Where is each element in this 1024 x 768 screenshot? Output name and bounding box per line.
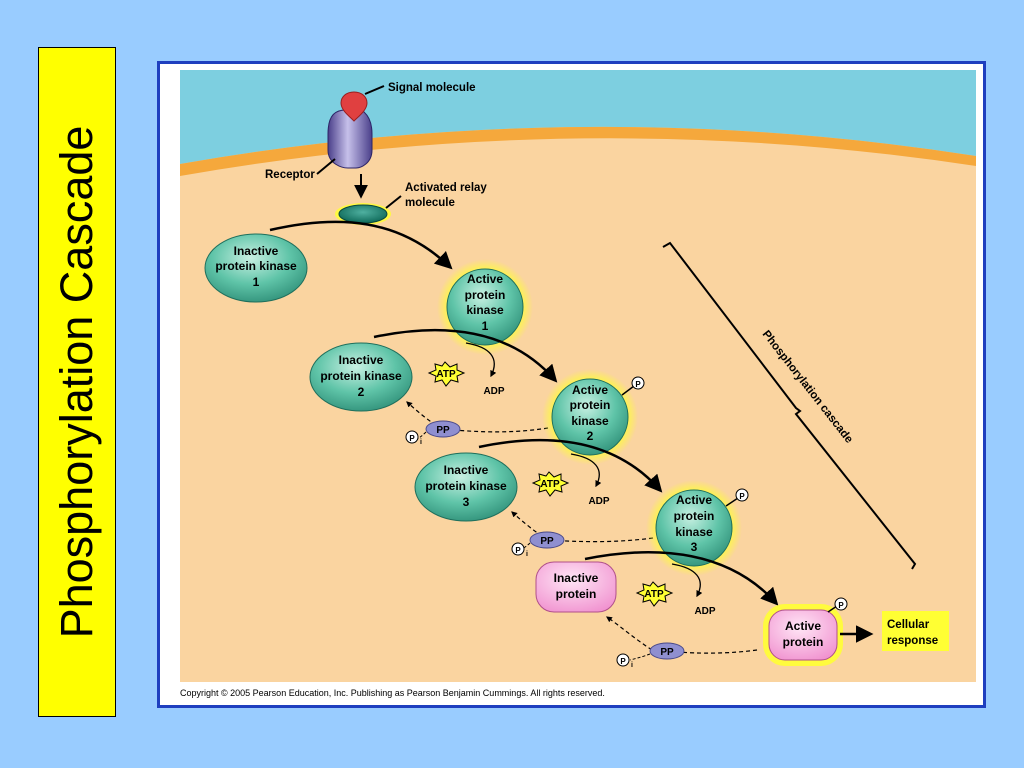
slide-title-box: Phosphorylation Cascade — [38, 47, 116, 717]
svg-text:Active: Active — [785, 619, 821, 633]
svg-text:PP: PP — [660, 647, 674, 658]
phosphorylation-cascade-diagram: Signal molecule Receptor Activated relay… — [160, 64, 983, 705]
atp-burst-3: ATP — [635, 581, 674, 607]
svg-text:response: response — [887, 635, 938, 647]
svg-text:protein: protein — [674, 509, 715, 523]
svg-text:ATP: ATP — [644, 589, 664, 600]
phosphate-4: P — [834, 597, 848, 611]
signal-molecule — [340, 91, 368, 122]
kinase3-activation-arrow — [478, 438, 663, 493]
pi-2: P i — [511, 542, 528, 558]
active-protein: Active protein — [763, 604, 843, 666]
svg-text:kinase: kinase — [466, 303, 504, 317]
svg-text:protein: protein — [783, 635, 824, 649]
svg-text:Inactive: Inactive — [444, 463, 489, 477]
svg-text:1: 1 — [253, 275, 260, 289]
kinase1-activation-arrow — [269, 220, 453, 270]
relay-leader-line — [385, 195, 402, 209]
kinase2-activation-arrow — [373, 328, 558, 383]
pi-release-line-1 — [413, 431, 427, 442]
pi-3: P i — [616, 653, 633, 669]
plasma-membrane — [180, 126, 976, 176]
signal-leader-line — [364, 85, 385, 95]
cellular-response: Cellular response — [882, 611, 949, 651]
dephosphorylation-line-3 — [667, 649, 758, 654]
pi-release-line-3 — [629, 653, 651, 661]
svg-text:P: P — [515, 546, 521, 555]
svg-text:PP: PP — [436, 425, 450, 436]
atp-to-adp-arrow-2 — [570, 453, 602, 488]
protein-activation-arrow — [584, 551, 779, 606]
pp-phosphatase-3: PP — [649, 642, 685, 660]
svg-text:3: 3 — [691, 540, 698, 554]
cascade-bracket — [662, 241, 917, 570]
inactive-protein: Inactive protein — [535, 561, 617, 613]
receptor — [327, 107, 373, 169]
receptor-leader-line — [316, 158, 336, 175]
svg-text:i: i — [631, 662, 633, 669]
phosphate-bond-2 — [621, 385, 635, 396]
relay-label-line1: Activated relay — [405, 182, 487, 194]
svg-text:ATP: ATP — [436, 369, 456, 380]
phosphate-3: P — [735, 488, 749, 502]
svg-text:i: i — [420, 439, 422, 446]
atp-burst-1: ATP — [427, 361, 466, 387]
svg-text:PP: PP — [540, 536, 554, 547]
pp-phosphatase-1: PP — [425, 420, 461, 438]
phosphate-bond-3 — [725, 497, 739, 507]
activated-relay-molecule — [338, 204, 388, 224]
adp-label-3: ADP — [694, 606, 715, 617]
svg-text:protein kinase: protein kinase — [425, 479, 507, 493]
active-protein-kinase-2: Active protein kinase 2 — [542, 369, 638, 465]
svg-text:Active: Active — [467, 272, 503, 286]
svg-text:protein kinase: protein kinase — [215, 259, 297, 273]
svg-text:Inactive: Inactive — [339, 353, 384, 367]
inactive-protein-kinase-2: Inactive protein kinase 2 — [309, 342, 413, 412]
svg-text:protein: protein — [465, 288, 506, 302]
adp-label-1: ADP — [483, 386, 504, 397]
svg-text:P: P — [838, 601, 844, 610]
active-protein-kinase-3: Active protein kinase 3 — [646, 480, 742, 576]
atp-to-adp-arrow-3 — [671, 563, 703, 598]
svg-text:P: P — [739, 492, 745, 501]
signal-molecule-label: Signal molecule — [388, 82, 476, 94]
svg-text:Cellular: Cellular — [887, 619, 930, 631]
dephosphorylation-arrow-3 — [606, 616, 653, 651]
inactive-protein-kinase-3: Inactive protein kinase 3 — [414, 452, 518, 522]
svg-text:Active: Active — [676, 493, 712, 507]
svg-text:ATP: ATP — [540, 479, 560, 490]
svg-text:P: P — [620, 657, 626, 666]
svg-text:protein: protein — [570, 398, 611, 412]
svg-text:2: 2 — [587, 429, 594, 443]
active-protein-kinase-1: Active protein kinase 1 — [437, 259, 533, 355]
figure-frame: Signal molecule Receptor Activated relay… — [157, 61, 986, 708]
pi-1: P i — [405, 430, 422, 446]
svg-text:1: 1 — [482, 319, 489, 333]
svg-text:Active: Active — [572, 383, 608, 397]
receptor-label: Receptor — [265, 169, 315, 181]
atp-to-adp-arrow-1 — [465, 342, 497, 378]
svg-text:2: 2 — [358, 385, 365, 399]
svg-text:kinase: kinase — [571, 414, 609, 428]
svg-text:kinase: kinase — [675, 525, 713, 539]
svg-text:P: P — [409, 434, 415, 443]
svg-text:protein: protein — [556, 587, 597, 601]
svg-text:Inactive: Inactive — [234, 244, 279, 258]
copyright-text: Copyright © 2005 Pearson Education, Inc.… — [180, 688, 605, 698]
svg-text:Inactive: Inactive — [554, 571, 599, 585]
svg-text:3: 3 — [463, 495, 470, 509]
atp-burst-2: ATP — [531, 471, 570, 497]
svg-text:i: i — [526, 551, 528, 558]
pp-phosphatase-2: PP — [529, 531, 565, 549]
extracellular-space — [180, 70, 976, 164]
slide-title: Phosphorylation Cascade — [51, 125, 102, 639]
svg-text:protein kinase: protein kinase — [320, 369, 402, 383]
adp-label-2: ADP — [588, 496, 609, 507]
inactive-protein-kinase-1: Inactive protein kinase 1 — [204, 233, 308, 303]
phosphate-2: P — [631, 376, 645, 390]
relay-label-line2: molecule — [405, 197, 455, 209]
svg-text:P: P — [635, 380, 641, 389]
